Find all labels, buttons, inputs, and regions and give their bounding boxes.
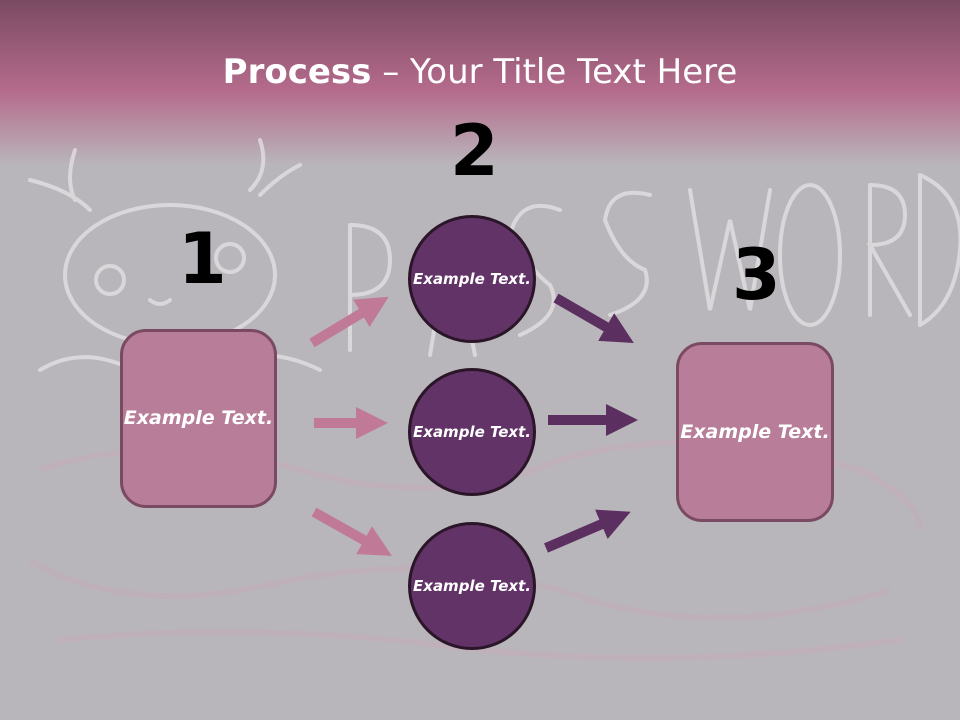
left-box-text: Example Text. (123, 407, 274, 429)
arrow-left-to-bottom (311, 507, 392, 556)
arrow-left-to-top (309, 296, 389, 348)
step-number-2: 2 (450, 110, 499, 192)
circle-top[interactable]: Example Text. (408, 215, 536, 343)
arrow-top-to-right (553, 293, 634, 344)
title-bold: Process (222, 52, 372, 92)
right-box-text: Example Text. (680, 420, 830, 443)
circle-middle-text: Example Text. (413, 422, 531, 441)
title-separator: – (371, 52, 411, 92)
title-rest: Your Title Text Here (410, 52, 738, 92)
step-number-1: 1 (178, 218, 227, 300)
left-text-box[interactable]: Example Text. (120, 329, 277, 508)
arrow-bottom-to-right (544, 509, 631, 553)
slide-title: Process – Your Title Text Here (0, 52, 960, 92)
circle-top-text: Example Text. (413, 269, 531, 288)
circle-bottom-text: Example Text. (413, 576, 531, 595)
right-text-box[interactable]: Example Text. (676, 342, 834, 522)
step-number-3: 3 (732, 234, 781, 316)
circle-bottom[interactable]: Example Text. (408, 522, 536, 650)
circle-middle[interactable]: Example Text. (408, 368, 536, 496)
